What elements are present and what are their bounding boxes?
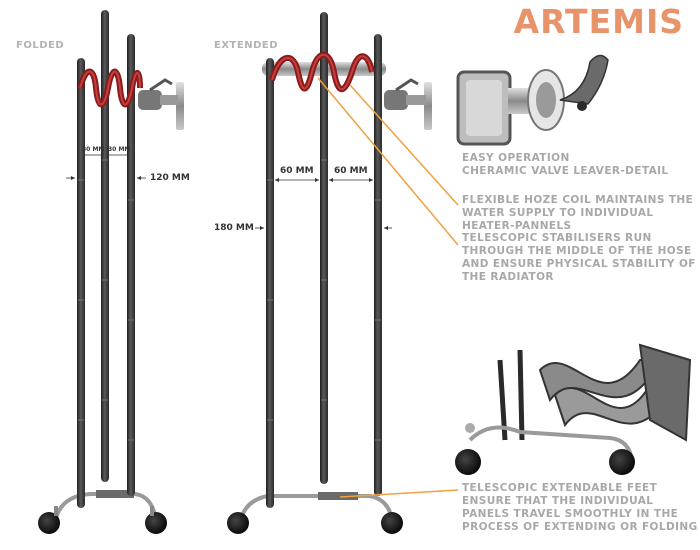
dim-extended-depth: 180 MM — [214, 223, 254, 233]
extended-base-arc — [238, 494, 394, 523]
folded-wheel-right — [145, 512, 167, 534]
dim-folded-gap-1: 30 MM — [82, 146, 105, 153]
callout-hose: FLEXIBLE HOZE COIL MAINTAINS THE WATER S… — [462, 194, 694, 232]
feet-detail — [455, 343, 698, 475]
feet-detail-base — [468, 425, 634, 463]
feet-detail-wheel-right — [609, 449, 635, 475]
extended-wheel-right — [381, 512, 403, 534]
extended-wheel-left — [227, 512, 249, 534]
hose-callout-line — [349, 84, 459, 206]
dim-extended-gap-2: 60 MM — [334, 166, 368, 176]
extended-panel-2 — [320, 12, 328, 484]
folded-panel-1 — [77, 58, 85, 508]
extended-valve-body — [384, 90, 408, 110]
feet-detail-wheel-left — [455, 449, 481, 475]
folded-panel-3 — [127, 34, 135, 496]
callout-valve: EASY OPERATION CHERAMIC VALVE LEAVER-DET… — [462, 152, 669, 177]
extended-wall-bracket — [424, 82, 432, 130]
dim-folded-depth: 120 MM — [150, 173, 190, 183]
dim-folded-gap-2: 30 MM — [108, 146, 131, 153]
callout-stabilisers: TELESCOPIC STABILISERS RUN THROUGH THE M… — [462, 232, 696, 283]
folded-wheel-left — [38, 512, 60, 534]
callout-feet: TELESCOPIC EXTENDABLE FEET ENSURE THAT T… — [462, 482, 698, 533]
extended-panel-3 — [374, 34, 382, 496]
folded-wall-bracket — [176, 82, 184, 130]
dim-extended-gap-1: 60 MM — [280, 166, 314, 176]
folded-valve-body — [138, 90, 162, 110]
valve-lever-icon — [559, 54, 609, 105]
folded-base-block — [96, 490, 134, 498]
view-label-extended: EXTENDED — [214, 40, 278, 51]
view-label-folded: FOLDED — [16, 40, 65, 51]
folded-base-arc — [53, 492, 158, 523]
extended-panel-1 — [266, 58, 274, 508]
folded-panel-2 — [101, 10, 109, 482]
folded-hose-highlight — [79, 70, 141, 106]
valve-detail — [456, 54, 609, 146]
feet-callout-line — [339, 489, 459, 498]
callout-lines — [317, 77, 459, 498]
extended-base-block — [318, 492, 358, 500]
stabilisers-callout-line — [317, 77, 459, 246]
brand-title: ARTEMIS — [513, 2, 684, 41]
folded-radiator — [38, 10, 184, 534]
extended-radiator — [227, 12, 432, 534]
